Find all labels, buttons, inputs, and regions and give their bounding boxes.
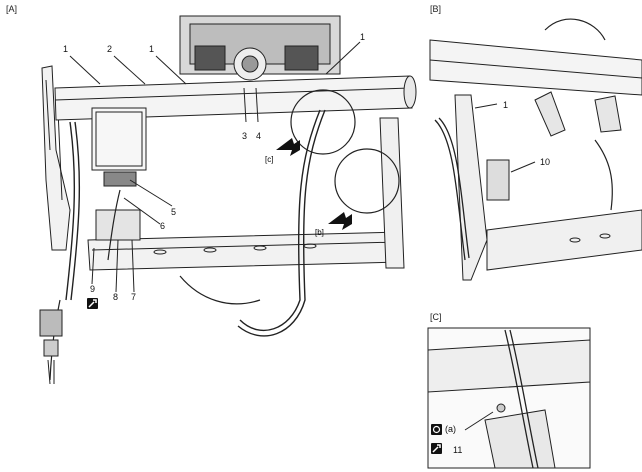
callout-a-1b: 1 [149, 44, 155, 54]
callout-a-9: 9 [90, 284, 96, 294]
callout-b-10: 10 [540, 157, 551, 167]
panel-c-label: [C] [430, 312, 442, 322]
wrench-icon [431, 443, 442, 454]
panel-a-drawing [39, 15, 417, 385]
callout-a-3: 3 [242, 131, 248, 141]
panel-c-drawing [427, 327, 591, 469]
callout-a-8: 8 [113, 292, 119, 302]
callout-a-2: 2 [107, 44, 113, 54]
wrench-icon [87, 298, 98, 309]
callout-a-6: 6 [160, 221, 166, 231]
view-arrow-b-icon [328, 212, 352, 230]
callout-a-5: 5 [171, 207, 177, 217]
callout-c-a: (a) [445, 424, 456, 434]
callout-c-11: 11 [453, 445, 463, 455]
detail-tag-c: [c] [265, 155, 274, 164]
callout-a-1a: 1 [63, 44, 69, 54]
panel-a-label: [A] [6, 4, 18, 14]
view-arrows [276, 138, 352, 230]
callout-a-4: 4 [256, 131, 262, 141]
callout-a-7: 7 [131, 292, 137, 302]
callout-a-1c: 1 [360, 32, 366, 42]
panel-b-drawing [429, 18, 642, 281]
torque-wrench-icon [431, 424, 442, 435]
panel-a: [A] [6, 4, 417, 385]
panel-b: [B] 1 10 [425, 0, 642, 300]
panel-b-label: [B] [430, 4, 442, 14]
view-arrow-c-icon [276, 138, 300, 156]
callout-b-1: 1 [503, 100, 509, 110]
panel-c: [C] (a) 11 [425, 310, 642, 472]
detail-tag-b: [b] [315, 228, 324, 237]
